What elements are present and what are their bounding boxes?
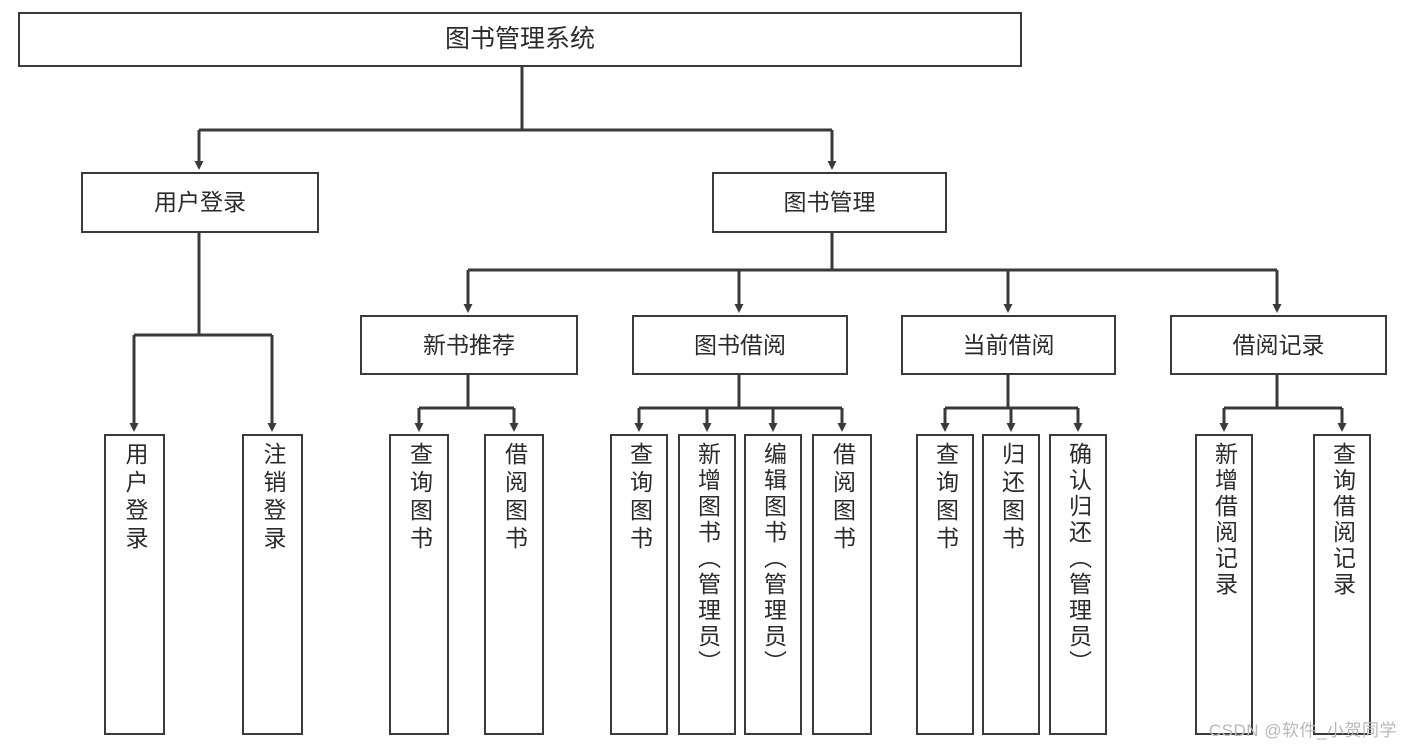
node-book-manage[interactable]: 图书管理 (712, 172, 947, 233)
node-user-login-label: 用户登录 (154, 189, 246, 216)
leaf-borrow-query-book[interactable]: 查询图书 (610, 434, 668, 735)
node-user-login[interactable]: 用户登录 (81, 172, 319, 233)
node-current-borrow-label: 当前借阅 (962, 331, 1055, 358)
node-root-system[interactable]: 图书管理系统 (18, 12, 1022, 67)
leaf-new-book-query[interactable]: 查询图书 (389, 434, 449, 735)
node-borrow-records[interactable]: 借阅记录 (1170, 315, 1387, 375)
node-current-borrow[interactable]: 当前借阅 (901, 315, 1116, 375)
node-new-book-recommend[interactable]: 新书推荐 (360, 315, 578, 375)
node-book-borrow[interactable]: 图书借阅 (632, 315, 848, 375)
node-borrow-records-label: 借阅记录 (1232, 331, 1325, 358)
leaf-return-book[interactable]: 归还图书 (982, 434, 1040, 735)
leaf-new-book-borrow-label: 借阅图书 (501, 442, 528, 554)
node-root-system-label: 图书管理系统 (444, 25, 595, 54)
leaf-user-login[interactable]: 用户登录 (104, 434, 165, 735)
leaf-current-query-book[interactable]: 查询图书 (916, 434, 974, 735)
leaf-new-book-borrow[interactable]: 借阅图书 (484, 434, 544, 735)
leaf-confirm-return-admin-label: 确认归还（管理员） (1065, 442, 1092, 676)
leaf-edit-book-admin-label: 编辑图书（管理员） (760, 442, 787, 676)
leaf-borrow-book-label: 借阅图书 (829, 442, 856, 554)
leaf-edit-book-admin[interactable]: 编辑图书（管理员） (744, 434, 802, 735)
node-new-book-recommend-label: 新书推荐 (423, 331, 515, 358)
leaf-return-book-label: 归还图书 (998, 442, 1025, 554)
leaf-query-borrow-record-label: 查询借阅记录 (1329, 442, 1356, 598)
leaf-current-query-book-label: 查询图书 (932, 442, 959, 554)
leaf-new-book-query-label: 查询图书 (406, 442, 433, 554)
leaf-logout[interactable]: 注销登录 (242, 434, 303, 735)
leaf-logout-label: 注销登录 (260, 442, 286, 554)
leaf-add-borrow-record[interactable]: 新增借阅记录 (1195, 434, 1253, 735)
csdn-watermark: CSDN @软件_小贺同学 (1208, 721, 1397, 740)
node-book-manage-label: 图书管理 (783, 189, 876, 216)
leaf-add-book-admin-label: 新增图书（管理员） (694, 442, 721, 676)
leaf-confirm-return-admin[interactable]: 确认归还（管理员） (1049, 434, 1107, 735)
leaf-query-borrow-record[interactable]: 查询借阅记录 (1313, 434, 1371, 735)
leaf-borrow-book[interactable]: 借阅图书 (812, 434, 872, 735)
leaf-borrow-query-book-label: 查询图书 (626, 442, 653, 554)
leaf-user-login-label: 用户登录 (122, 442, 148, 554)
node-book-borrow-label: 图书借阅 (694, 331, 786, 358)
leaf-add-borrow-record-label: 新增借阅记录 (1211, 442, 1238, 598)
leaf-add-book-admin[interactable]: 新增图书（管理员） (678, 434, 736, 735)
